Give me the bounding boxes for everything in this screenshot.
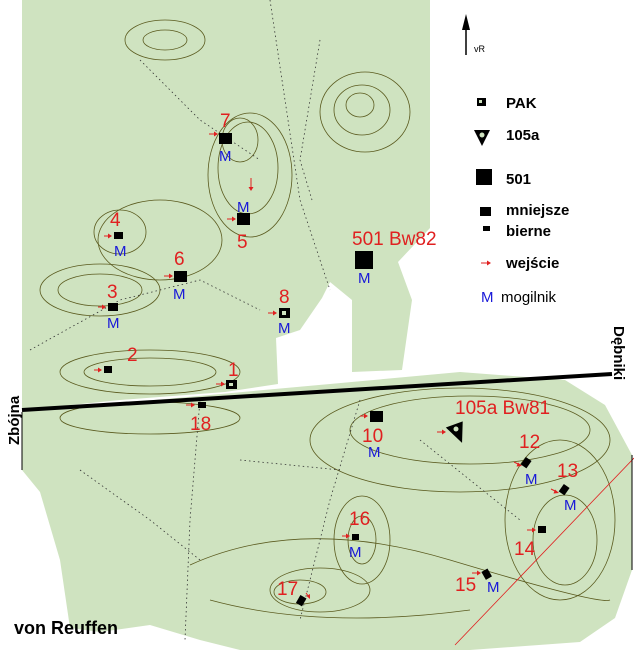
- bunker-4-icon: [114, 232, 123, 239]
- bunker-17-icon: [295, 595, 307, 607]
- place-east: Dębniki: [610, 326, 627, 380]
- bunker-14-icon: [538, 526, 546, 533]
- bunker-18-icon: [198, 402, 206, 408]
- bunker-10-icon: [370, 411, 383, 422]
- legend-pak: PAK: [506, 95, 537, 112]
- forest-tracks: [29, 0, 521, 641]
- burial-symbol-legend: M: [481, 289, 494, 306]
- bunker-label-2: 2: [127, 345, 138, 366]
- legend-smaller: mniejsze: [506, 202, 569, 219]
- bunker-label-4: 4: [110, 210, 121, 231]
- burial-marker: M: [358, 270, 371, 287]
- legend-burial: mogilnik: [501, 289, 557, 306]
- contour-lines: [39, 19, 616, 619]
- legend-passive: bierne: [506, 223, 551, 240]
- burial-marker: M: [278, 320, 291, 337]
- entrance-arrows: [94, 131, 559, 599]
- bunker-2-icon: [104, 366, 112, 373]
- smaller-bunker-icon: [480, 207, 491, 216]
- bunker-105a-icon: [445, 421, 463, 443]
- bunker-label-5: 5: [237, 232, 248, 253]
- burial-marker: M: [525, 471, 538, 488]
- burial-marker: M: [219, 148, 232, 165]
- pak-icon: [477, 98, 486, 106]
- bunker-symbols: [104, 133, 570, 607]
- legend-501: 501: [506, 171, 531, 188]
- author-credit: von Reuffen: [14, 618, 118, 638]
- burial-marker: M: [107, 315, 120, 332]
- bunker-label-10: 10: [362, 426, 383, 447]
- legend-entrance: wejście: [505, 255, 559, 272]
- burial-markers: M M M M M M M M M M M M: [107, 148, 577, 596]
- type501-icon: [476, 169, 492, 185]
- bunker-5-icon: [237, 213, 250, 225]
- place-west: Zbójna: [6, 395, 23, 445]
- bunker-15-icon: [481, 568, 492, 580]
- burial-marker: M: [564, 497, 577, 514]
- legend-105a: 105a: [506, 127, 540, 144]
- burial-marker: M: [349, 544, 362, 561]
- main-road: [21, 372, 613, 412]
- legend: PAK 105a 501 mniejsze bierne wejście M m…: [474, 95, 569, 306]
- north-label: vR: [474, 44, 486, 54]
- survey-line: [454, 457, 634, 646]
- bunker-labels: 7 5 4 6 3 8 501 Bw82 2 1 18 10 105a Bw81…: [107, 111, 578, 600]
- bunker-label-13: 13: [557, 461, 578, 482]
- burial-marker: M: [173, 286, 186, 303]
- bunker-label-1: 1: [228, 360, 239, 381]
- bunker-label-105a: 105a Bw81: [455, 398, 550, 419]
- bunker-7-icon: [219, 133, 232, 144]
- bunker-label-17: 17: [277, 579, 298, 600]
- bunker-3-icon: [108, 303, 118, 311]
- burial-marker: M: [368, 444, 381, 461]
- bunker-label-16: 16: [349, 509, 370, 530]
- bunker-label-501: 501 Bw82: [352, 229, 437, 250]
- bunker-label-8: 8: [279, 287, 290, 308]
- bunker-1-pak-icon: [226, 380, 237, 389]
- bunker-label-18: 18: [190, 414, 211, 435]
- bunker-6-icon: [174, 271, 187, 282]
- bunker-label-6: 6: [174, 249, 185, 270]
- bunker-8-pak-icon: [279, 308, 290, 318]
- forest-south: [22, 372, 632, 650]
- burial-marker: M: [237, 199, 250, 216]
- passive-bunker-icon: [483, 226, 490, 231]
- entrance-arrow-icon: [481, 260, 491, 266]
- bunker-label-15: 15: [455, 575, 476, 596]
- bunker-16-icon: [352, 534, 359, 540]
- forest-north: [22, 0, 430, 410]
- bunker-12-icon: [520, 457, 532, 469]
- bunker-label-7: 7: [220, 111, 231, 132]
- bunker-label-14: 14: [514, 539, 536, 560]
- burial-marker: M: [114, 243, 127, 260]
- bunker-501-icon: [355, 251, 373, 269]
- bunker-label-12: 12: [519, 432, 540, 453]
- burial-marker: M: [487, 579, 500, 596]
- north-arrow-icon: [462, 14, 470, 55]
- bunker-13-icon: [558, 484, 570, 496]
- type105a-icon: [474, 130, 490, 146]
- bunker-label-3: 3: [107, 282, 118, 303]
